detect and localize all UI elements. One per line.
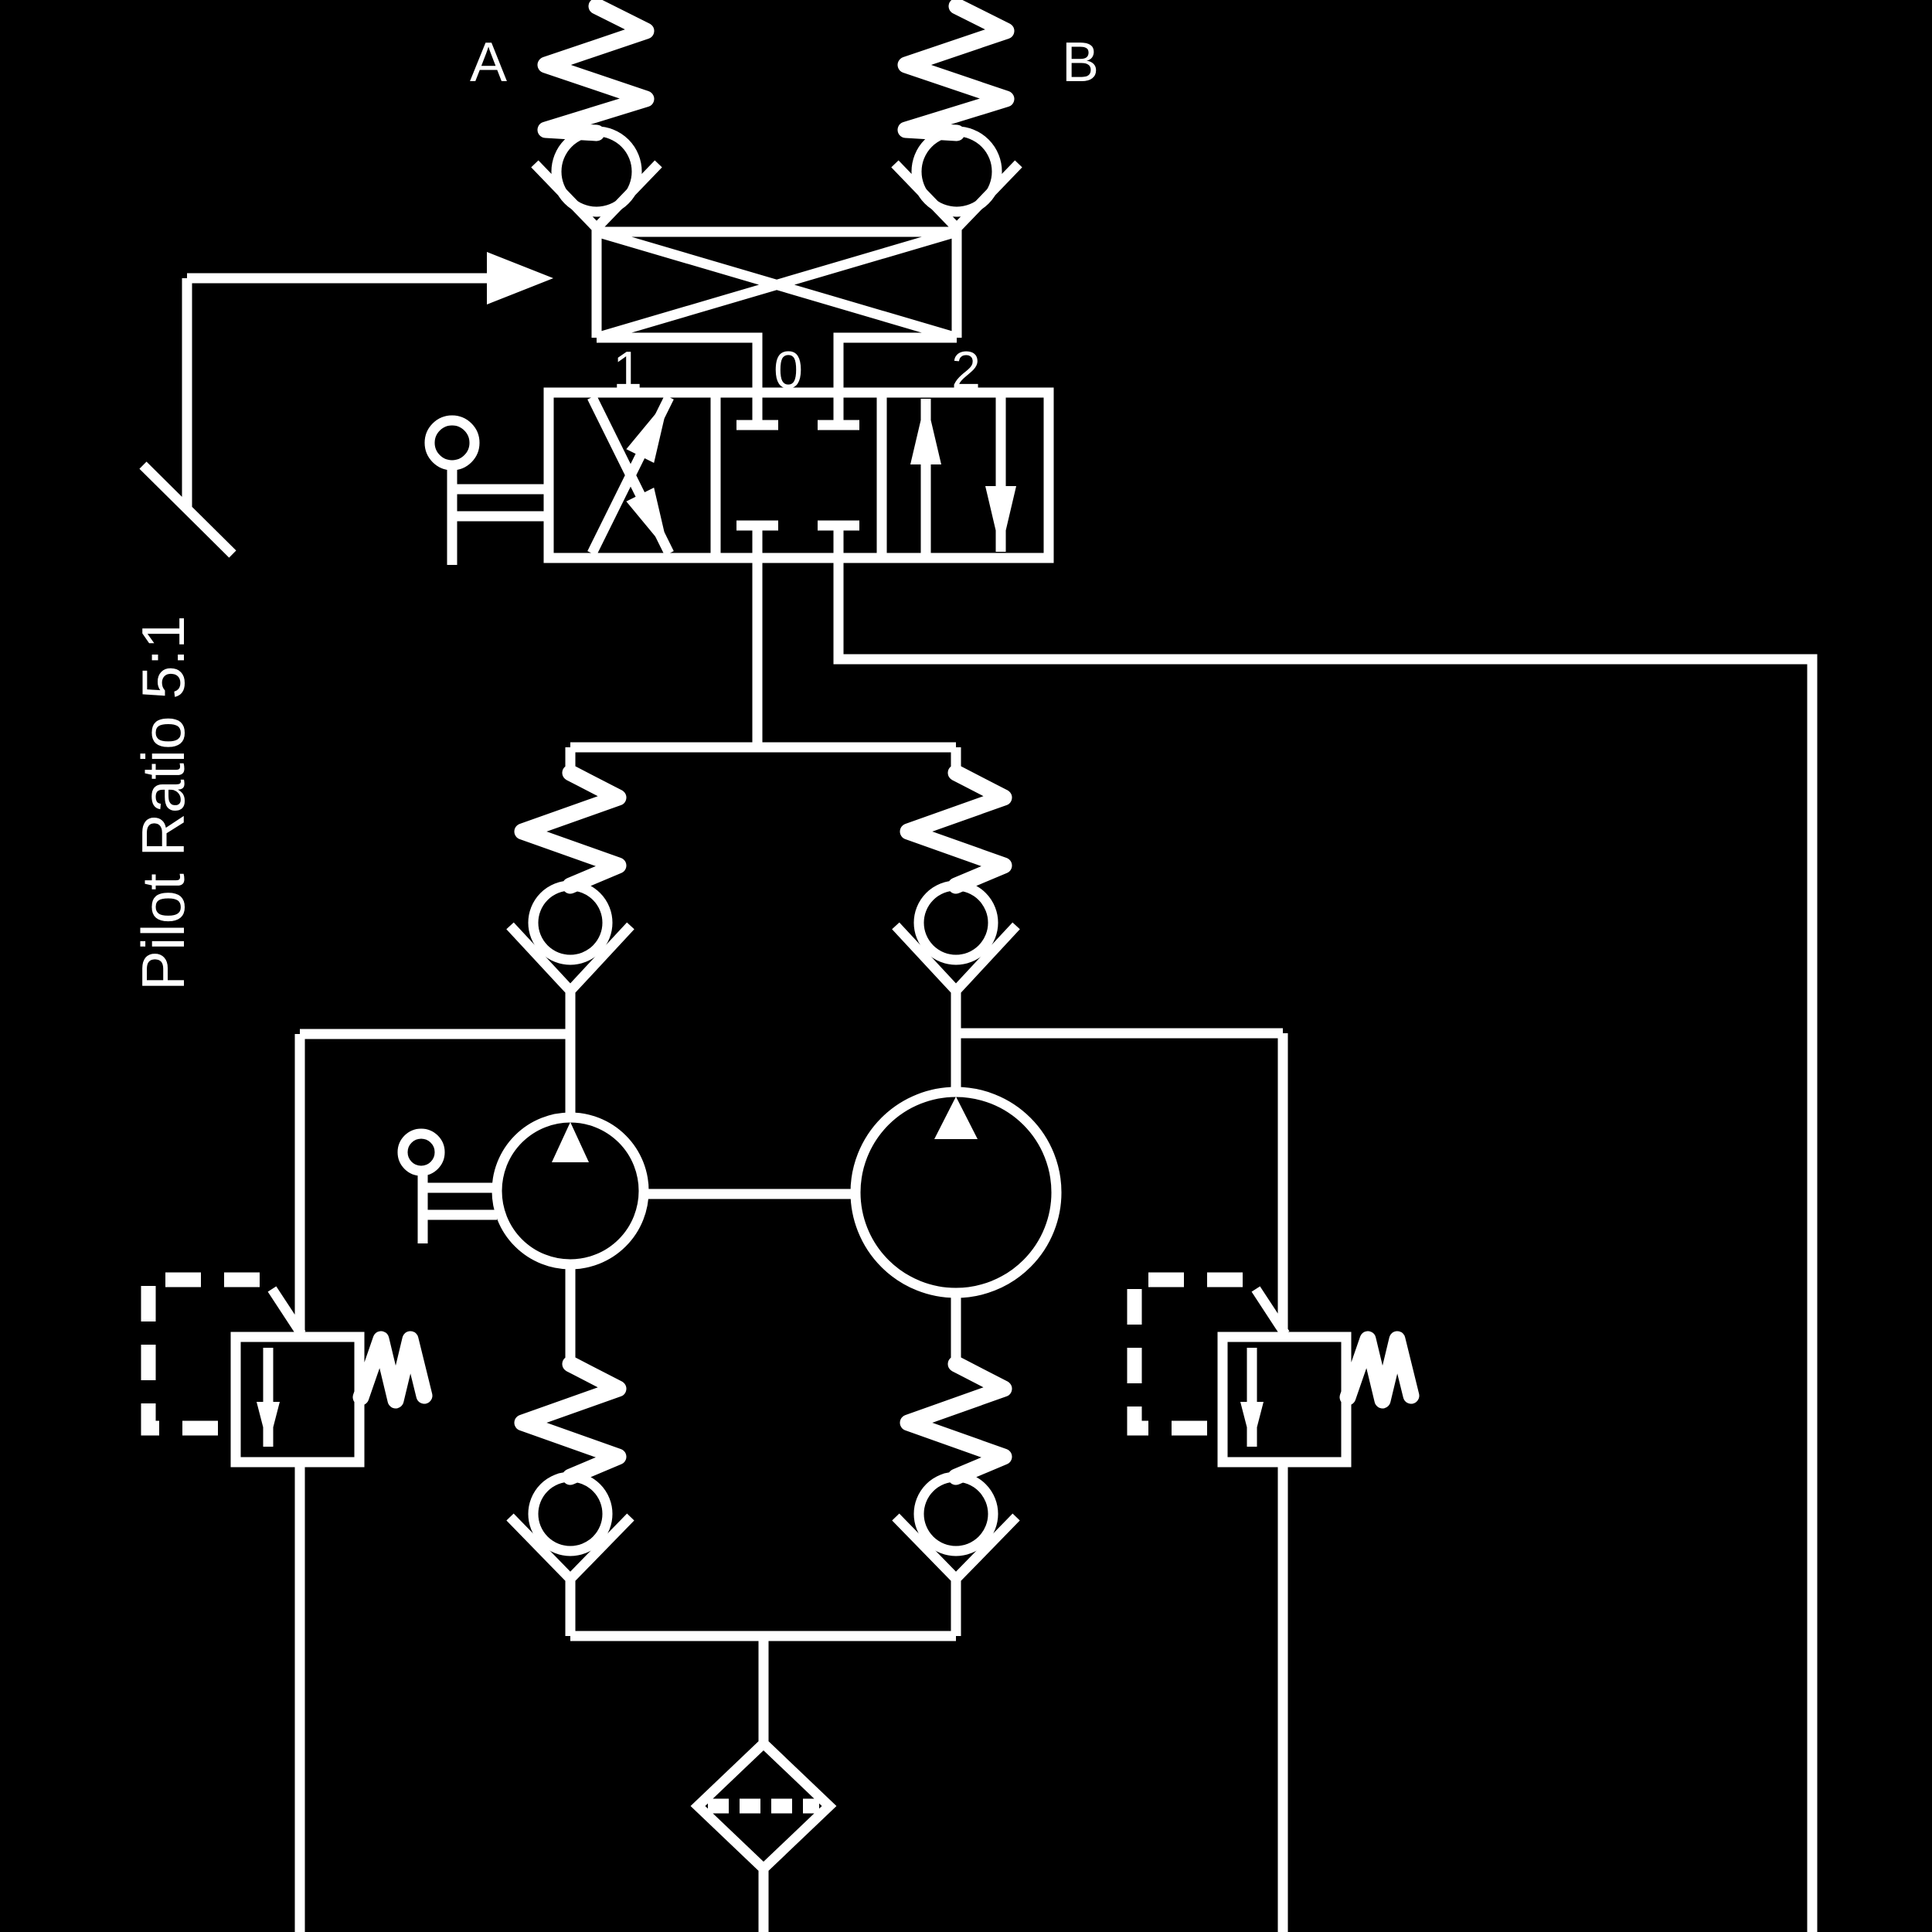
position-2-straight-arrows-icon: [910, 397, 1016, 553]
poppet-icon: [551, 126, 642, 217]
crossed-lines-icon: [595, 226, 958, 343]
pilot-line: [139, 252, 553, 558]
pilot-ratio-slash-icon: [139, 461, 236, 558]
check-valve-mid-right: [892, 764, 1020, 1094]
directional-valve: [543, 387, 1054, 563]
check-valve-mid-left: [506, 764, 634, 1119]
relief-spring-icon: [352, 1331, 433, 1409]
valve-work-lines: [752, 558, 1818, 1932]
pump-lever-icon: [397, 1128, 497, 1243]
relief-spring-icon: [1339, 1331, 1420, 1409]
spring-icon: [900, 764, 1012, 894]
poppet-icon: [528, 880, 613, 965]
pilot-stub: [1251, 1286, 1290, 1337]
spring-icon: [514, 764, 627, 894]
poppet-icon: [913, 880, 998, 965]
spring-icon: [900, 1355, 1012, 1485]
remote-pilot-dashed-line: [141, 1272, 260, 1436]
position-0-blocked-ports-icon: [736, 394, 859, 556]
port-b-label: B: [1062, 32, 1099, 94]
position-1-crossed-arrows-icon: [587, 395, 674, 556]
valve-body: [543, 387, 1054, 563]
pilot-arrow-icon: [487, 252, 553, 304]
valve-lever-icon: [424, 415, 549, 565]
pilot-ratio-label: Pilot Ratio 5:1: [129, 615, 197, 991]
spring-icon: [514, 1355, 627, 1485]
poppet-icon: [911, 126, 1002, 217]
relief-valve-right: [1127, 1033, 1420, 1932]
poppet-icon: [528, 1471, 613, 1556]
spring-icon: [537, 0, 655, 141]
relief-valve-left: [141, 1034, 433, 1932]
remote-pilot-dashed-line: [1127, 1272, 1243, 1436]
pilot-stub: [267, 1286, 306, 1337]
spring-icon: [897, 0, 1015, 141]
return-header: [570, 1631, 956, 1743]
flow-triangle-icon: [934, 1097, 978, 1139]
poppet-icon: [913, 1471, 998, 1556]
pilot-bridge-box: [591, 226, 962, 393]
check-valve-bottom-right: [892, 1355, 1020, 1636]
flow-triangle-icon: [552, 1122, 589, 1162]
right-work-line: [833, 558, 1818, 1932]
check-valve-bottom-left: [506, 1355, 634, 1636]
port-a-label: A: [470, 32, 507, 94]
filter: [690, 1736, 837, 1932]
bridge-outline: [591, 226, 962, 393]
